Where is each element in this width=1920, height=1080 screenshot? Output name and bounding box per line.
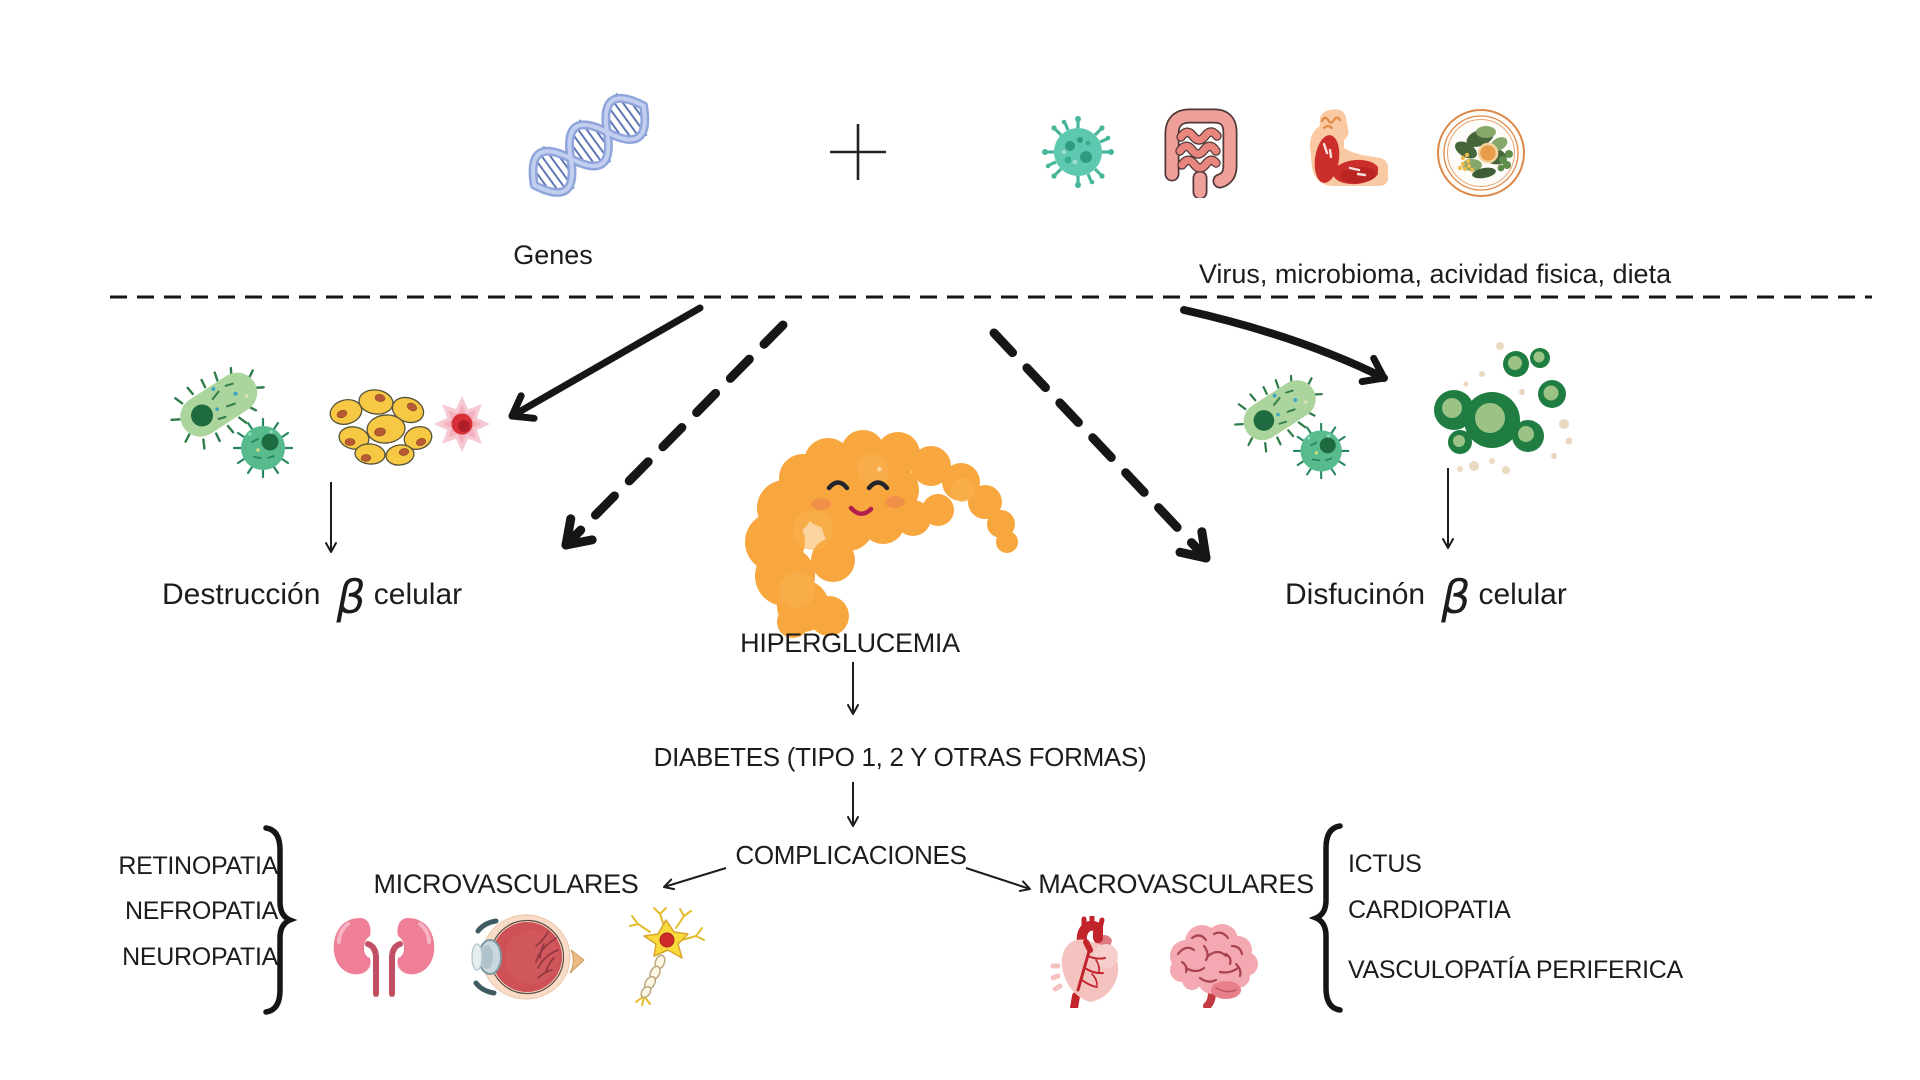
islet-cells-icon: [329, 389, 433, 466]
bacteria-pair-icon-right: [1232, 370, 1350, 480]
macro-item-vasculopatia: VASCULOPATÍA PERIFERICA: [1348, 956, 1683, 984]
hyperglycemia-label: HIPERGLUCEMIA: [740, 628, 960, 658]
genes-label: Genes: [513, 240, 593, 270]
dysfunction-suffix: celular: [1478, 578, 1567, 611]
dysfunction-word: Disfucinón: [1285, 578, 1426, 611]
beta-symbol-left: β: [336, 570, 366, 624]
muscle-arm-icon: [1310, 109, 1388, 186]
destruction-label: Destrucción β celular: [162, 570, 463, 624]
dysfunction-label: Disfucinón β celular: [1285, 570, 1567, 624]
micro-item-neuropatia: NEUROPATIA: [122, 943, 278, 971]
dashed-arrow-right: [989, 328, 1211, 563]
neuron-icon: [629, 907, 705, 1006]
intestine-icon: [1164, 108, 1238, 198]
heart-icon: [1050, 916, 1119, 1008]
diabetes-label: DIABETES (TIPO 1, 2 Y OTRAS FORMAS): [653, 742, 1147, 772]
brace-left-icon: [1308, 823, 1343, 1013]
micro-item-nefropatia: NEFROPATIA: [124, 897, 278, 925]
destruction-word: Destrucción: [162, 578, 321, 611]
arrow-environment-to-dysfunction: [1180, 306, 1388, 386]
macro-item-ictus: ICTUS: [1348, 850, 1422, 878]
eye-icon: [471, 914, 585, 1000]
virus-icon: [1042, 116, 1114, 188]
immune-cell-icon: [434, 396, 490, 452]
pancreas-icon: [745, 430, 1018, 638]
arrow-complications-to-macro: [965, 867, 1031, 892]
dashed-arrow-left: [561, 320, 788, 550]
micro-item-retinopatia: RETINOPATIA: [118, 852, 278, 880]
complications-label: COMPLICACIONES: [735, 840, 967, 870]
brain-icon: [1170, 924, 1258, 1008]
plus-icon: [830, 124, 886, 180]
brace-right-icon: [263, 825, 298, 1015]
beta-symbol-right: β: [1441, 570, 1471, 624]
kidneys-icon: [333, 918, 435, 997]
destruction-suffix: celular: [373, 578, 463, 611]
macro-item-cardiopatia: CARDIOPATIA: [1348, 896, 1511, 924]
green-islet-icon: [1434, 342, 1572, 474]
macrovascular-label: MACROVASCULARES: [1038, 869, 1314, 899]
dna-icon: [528, 92, 650, 197]
microvascular-label: MICROVASCULARES: [373, 869, 639, 899]
bacteria-pair-icon-left: [170, 366, 294, 479]
arrow-genes-to-destruction: [508, 304, 704, 422]
environment-label: Virus, microbioma, acividad fisica, diet…: [1198, 259, 1672, 289]
diet-plate-icon: [1437, 109, 1525, 197]
arrow-complications-to-micro: [663, 867, 727, 891]
